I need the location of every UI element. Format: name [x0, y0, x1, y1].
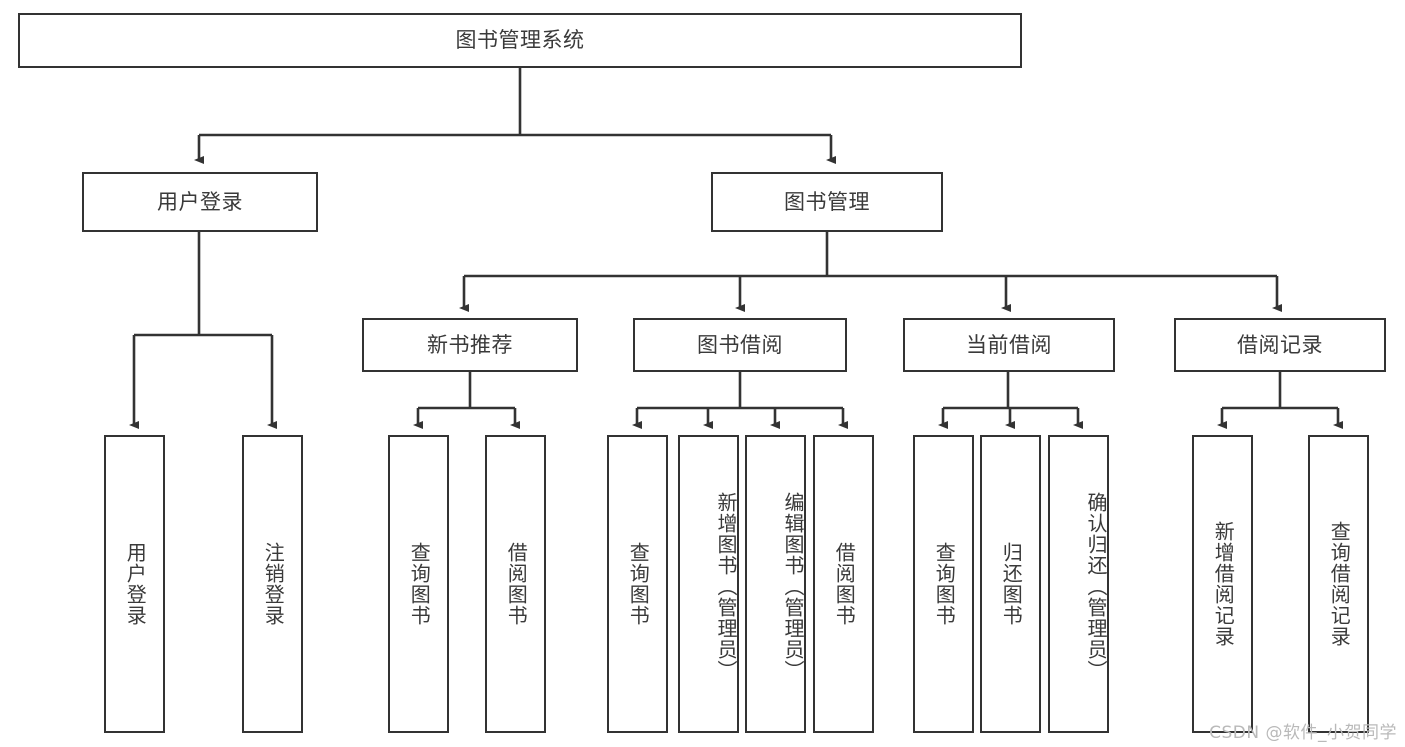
node-leaf-confirm-return-label: 确认归还（管理员）: [1084, 491, 1108, 681]
watermark-text: CSDN @软件_小贺同学: [1209, 723, 1397, 743]
node-leaf-logout-label: 注销登录: [261, 542, 286, 626]
node-new-book-recommend[interactable]: 新书推荐: [362, 318, 578, 372]
node-book-manage-label: 图书管理: [784, 189, 870, 214]
node-borrow-record[interactable]: 借阅记录: [1174, 318, 1386, 372]
node-current-borrow[interactable]: 当前借阅: [903, 318, 1115, 372]
node-leaf-add-record-label: 新增借阅记录: [1211, 521, 1236, 647]
node-leaf-edit-book[interactable]: 编辑图书（管理员）: [745, 435, 806, 733]
node-leaf-borrow-book-2-label: 借阅图书: [832, 542, 857, 626]
node-leaf-add-book-label: 新增图书（管理员）: [714, 491, 738, 681]
node-leaf-query-record[interactable]: 查询借阅记录: [1308, 435, 1369, 733]
node-leaf-user-login[interactable]: 用户登录: [104, 435, 165, 733]
node-book-borrow-label: 图书借阅: [697, 332, 783, 357]
node-book-borrow[interactable]: 图书借阅: [633, 318, 847, 372]
node-leaf-query-book-1[interactable]: 查询图书: [388, 435, 449, 733]
node-leaf-logout[interactable]: 注销登录: [242, 435, 303, 733]
node-leaf-borrow-book-1[interactable]: 借阅图书: [485, 435, 546, 733]
node-leaf-borrow-book-1-label: 借阅图书: [504, 542, 529, 626]
node-leaf-query-record-label: 查询借阅记录: [1327, 521, 1352, 647]
node-book-manage[interactable]: 图书管理: [711, 172, 943, 232]
node-leaf-add-book[interactable]: 新增图书（管理员）: [678, 435, 739, 733]
node-new-book-recommend-label: 新书推荐: [427, 332, 513, 357]
node-leaf-query-book-1-label: 查询图书: [407, 542, 432, 626]
node-leaf-query-book-3-label: 查询图书: [932, 542, 957, 626]
node-leaf-query-book-2-label: 查询图书: [626, 542, 651, 626]
node-root[interactable]: 图书管理系统: [18, 13, 1022, 68]
node-leaf-borrow-book-2[interactable]: 借阅图书: [813, 435, 874, 733]
node-root-label: 图书管理系统: [455, 28, 585, 53]
node-leaf-confirm-return[interactable]: 确认归还（管理员）: [1048, 435, 1109, 733]
node-leaf-query-book-3[interactable]: 查询图书: [913, 435, 974, 733]
node-borrow-record-label: 借阅记录: [1237, 332, 1323, 357]
node-leaf-return-book-label: 归还图书: [999, 542, 1024, 626]
node-user-login[interactable]: 用户登录: [82, 172, 318, 232]
node-current-borrow-label: 当前借阅: [966, 332, 1052, 357]
node-leaf-return-book[interactable]: 归还图书: [980, 435, 1041, 733]
node-leaf-query-book-2[interactable]: 查询图书: [607, 435, 668, 733]
node-leaf-user-login-label: 用户登录: [123, 542, 148, 626]
node-user-login-label: 用户登录: [157, 189, 243, 214]
node-leaf-add-record[interactable]: 新增借阅记录: [1192, 435, 1253, 733]
node-leaf-edit-book-label: 编辑图书（管理员）: [781, 491, 805, 681]
